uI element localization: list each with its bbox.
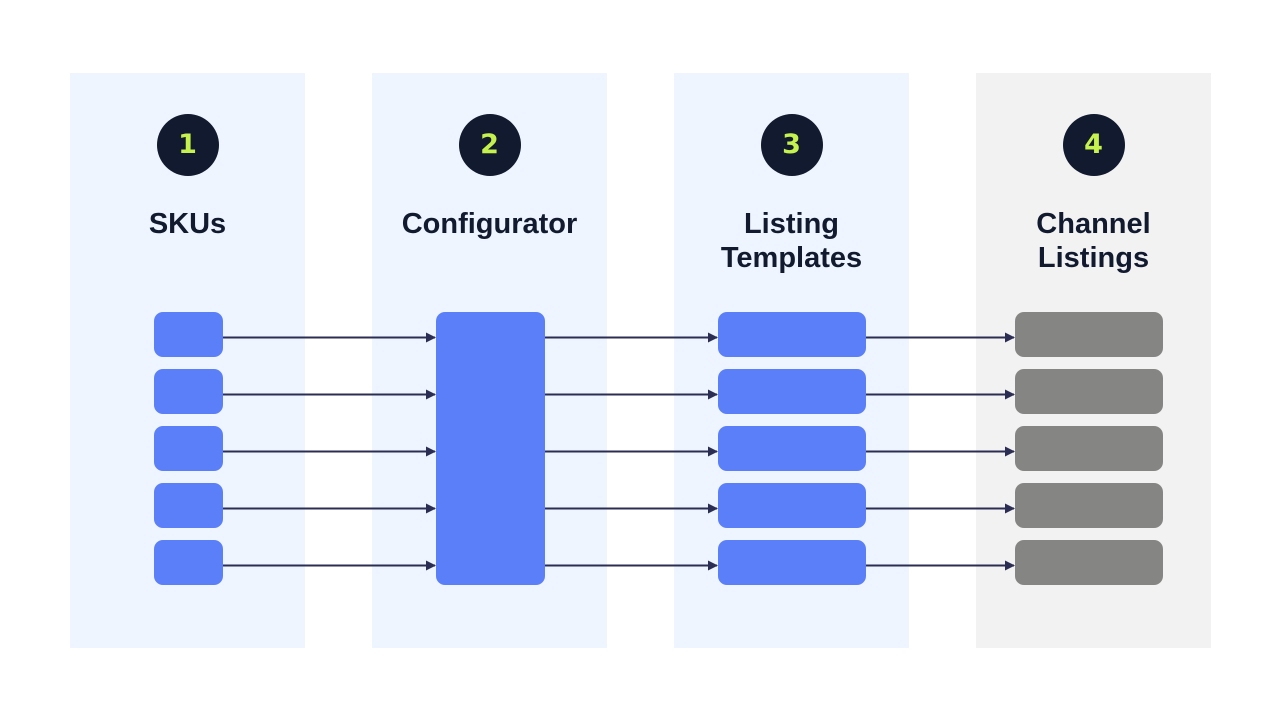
step-badge-4: 4	[1062, 114, 1125, 176]
listing-template-box	[718, 312, 866, 357]
step-title-line: Listing	[743, 208, 840, 240]
listing-template-box	[718, 369, 866, 414]
configurator-box	[436, 312, 545, 585]
step-badge-3: 3	[760, 114, 823, 176]
listing-template-box	[718, 426, 866, 471]
step-title-line: SKUs	[148, 208, 227, 240]
sku-box	[154, 483, 223, 528]
step-title-line: Templates	[720, 242, 863, 274]
channel-listing-box	[1015, 312, 1163, 357]
channel-listing-box	[1015, 369, 1163, 414]
step-title-channel-listings: Channel Listings	[976, 207, 1211, 275]
sku-box	[154, 369, 223, 414]
channel-listing-box	[1015, 483, 1163, 528]
listing-template-box	[718, 483, 866, 528]
sku-box	[154, 540, 223, 585]
step-title-line: Listings	[1037, 242, 1150, 274]
listing-template-box	[718, 540, 866, 585]
channel-listing-box	[1015, 540, 1163, 585]
step-title-line: Configurator	[401, 208, 578, 240]
channel-listing-box	[1015, 426, 1163, 471]
step-title-listing-templates: Listing Templates	[674, 207, 909, 275]
step-title-line: Channel	[1036, 208, 1151, 240]
sku-box	[154, 426, 223, 471]
step-badge-1: 1	[156, 114, 219, 176]
step-title-skus: SKUs	[70, 207, 305, 241]
step-badge-2: 2	[458, 114, 521, 176]
step-title-configurator: Configurator	[372, 207, 607, 241]
sku-box	[154, 312, 223, 357]
